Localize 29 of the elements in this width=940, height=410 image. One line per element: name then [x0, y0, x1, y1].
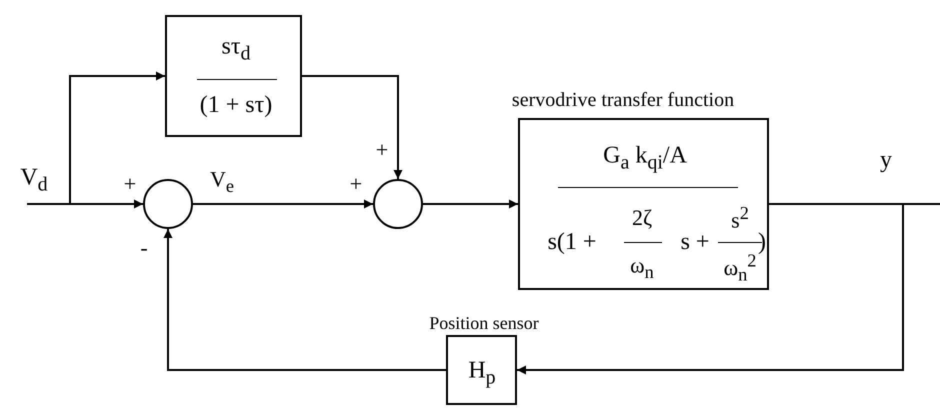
signal-label: V$_{e}$ [210, 168, 234, 196]
signal-arrow [27, 200, 143, 208]
signal-arrow [69, 72, 165, 204]
formula-text: 2ζ [632, 207, 652, 229]
block-title: servodrive transfer function [512, 90, 734, 110]
formula-text: s(1 + [548, 230, 596, 254]
formula-text: (1 + sτ) [200, 93, 272, 117]
signal-label: + [124, 173, 136, 195]
signal-arrow [164, 229, 446, 371]
formula-text: sτ$_{d}$ [222, 34, 250, 64]
signal-label: y [880, 148, 892, 172]
signal-arrow [517, 203, 904, 374]
signal-label: V$_{d}$ [20, 166, 48, 194]
transfer-function-block [165, 15, 302, 137]
signal-arrow [302, 75, 402, 179]
formula-text: G$_{a}$ k$_{qi}$/A [603, 144, 687, 172]
formula-text: ω$_{n}$ [630, 254, 654, 282]
summing-junction [143, 179, 193, 229]
formula-text: s + [680, 230, 710, 254]
signal-label: - [140, 237, 148, 259]
signal-label: + [350, 173, 362, 195]
block-caption: Position sensor [429, 314, 539, 332]
signal-label: + [376, 139, 388, 161]
formula-text: H$_{p}$ [468, 358, 496, 388]
signal-arrow [193, 200, 373, 208]
formula-text: ) [758, 230, 766, 254]
formula-text: s$^{2}$ [731, 204, 749, 232]
summing-junction [373, 179, 423, 229]
signal-arrow [423, 200, 518, 208]
